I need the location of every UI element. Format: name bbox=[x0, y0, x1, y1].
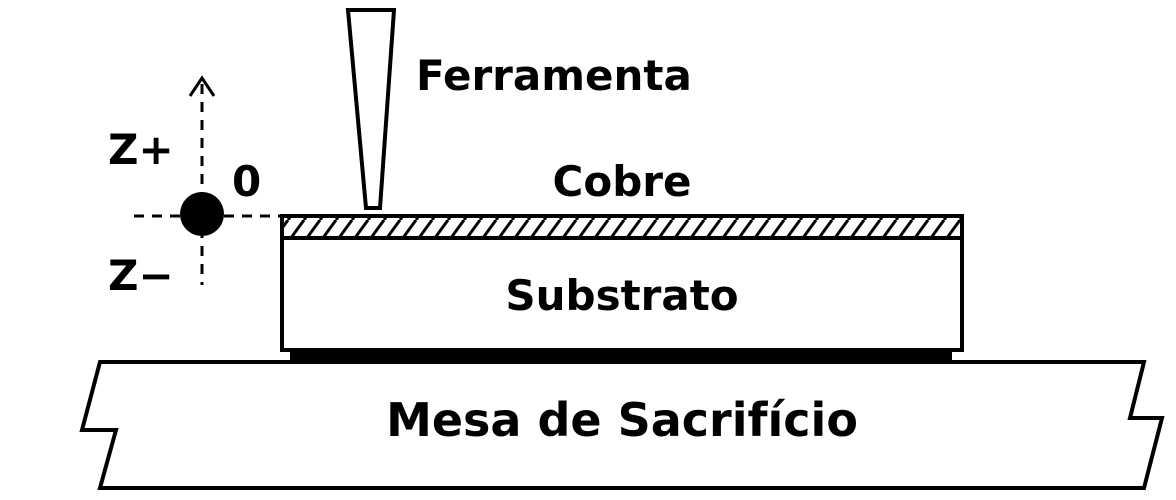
z-axis-arrow-icon bbox=[188, 75, 216, 97]
z-axis: Z+ Z− 0 bbox=[108, 75, 282, 300]
copper-hatch bbox=[282, 216, 962, 238]
tool-label: Ferramenta bbox=[416, 51, 692, 100]
copper-label: Cobre bbox=[553, 157, 692, 206]
copper-layer: Cobre bbox=[280, 157, 964, 240]
origin-point-icon bbox=[180, 192, 224, 236]
copper-outline bbox=[280, 214, 964, 240]
base-layer bbox=[290, 350, 952, 360]
sacrificial-table-label: Mesa de Sacrifício bbox=[386, 393, 858, 447]
sacrificial-table-outline bbox=[79, 360, 1165, 490]
substrate: Substrato bbox=[280, 236, 964, 352]
tool-bit-icon bbox=[345, 8, 397, 210]
substrate-label: Substrato bbox=[505, 271, 738, 320]
origin-label: 0 bbox=[232, 157, 261, 206]
sacrificial-table: Mesa de Sacrifício bbox=[79, 360, 1165, 490]
tool: Ferramenta bbox=[345, 8, 692, 210]
z-minus-label: Z− bbox=[108, 251, 174, 300]
z-plus-label: Z+ bbox=[108, 125, 174, 174]
